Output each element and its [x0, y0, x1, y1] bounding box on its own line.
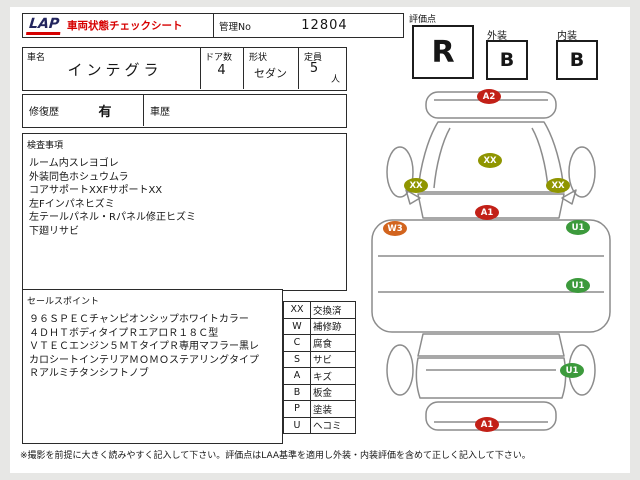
- sales-point-item: ９６ＳＰＥＣチャンピオンシップホワイトカラー: [29, 314, 249, 325]
- inspection-item: 左テールパネル・Rパネル修正ヒズミ: [29, 212, 196, 223]
- mgmt-no-box: 管理No 12804: [213, 13, 404, 38]
- legend-label: 板金: [310, 383, 356, 401]
- left-mirror: [405, 189, 421, 205]
- legend-code: XX: [283, 301, 311, 319]
- sales-point-item: ４ＤＨＴボディタイプＲエアロＲ１８Ｃ型: [29, 327, 219, 339]
- legend-code: B: [283, 383, 311, 401]
- body-side-panels: [371, 219, 611, 333]
- interior-grade-box: B: [556, 40, 598, 80]
- legend-code: W: [283, 317, 311, 335]
- sheet-title: 車両状態チェックシート: [67, 20, 183, 32]
- shape-value: セダン: [254, 67, 287, 80]
- legend-code: P: [283, 400, 311, 418]
- capacity-value: 5: [309, 61, 319, 76]
- legend-code: U: [283, 416, 311, 434]
- legend-label: 交換済: [310, 301, 356, 319]
- legend-label: キズ: [310, 367, 356, 385]
- car-name-value: インテグラ: [67, 61, 163, 79]
- inspection-box: 検査事項 ルーム内スレヨゴレ外装同色ホシュウムラコアサポートXXFサポートXX 左…: [22, 133, 347, 291]
- damage-marker-XX: XX: [546, 178, 570, 193]
- doors-value: 4: [217, 63, 226, 78]
- sales-points-label: セールスポイント: [27, 297, 100, 307]
- legend-label: 補修跡: [310, 317, 356, 335]
- sales-point-item: ＶＴＥＣエンジン５ＭＴタイプＲ専用マフラー黒レ: [29, 341, 259, 352]
- score-label: 評価点: [409, 15, 437, 25]
- damage-marker-U1: U1: [566, 278, 590, 293]
- windshield: [417, 193, 565, 219]
- legend-label: ヘコミ: [310, 416, 356, 434]
- repair-label: 修復歴: [29, 107, 59, 118]
- legend-code: A: [283, 367, 311, 385]
- legend-code: S: [283, 350, 311, 368]
- vehicle-info-row: [22, 47, 347, 91]
- legend-label: 腐食: [310, 334, 356, 352]
- sales-point-item: Ｒアルミチタンシフトノブ: [29, 368, 149, 379]
- rear-left-wheel: [386, 344, 414, 396]
- rear-window: [417, 333, 565, 357]
- legend-code: C: [283, 334, 311, 352]
- mgmt-no-label: 管理No: [219, 21, 251, 33]
- hood-crease-left: [433, 127, 451, 189]
- car-name-label: 車名: [27, 53, 46, 63]
- inspection-item: コアサポートXXFサポートXX: [29, 185, 163, 196]
- doors-label: ドア数: [205, 53, 233, 63]
- inspection-item: ルーム内スレヨゴレ: [29, 158, 119, 169]
- capacity-label: 定員: [304, 53, 323, 63]
- sales-list: ９６ＳＰＥＣチャンピオンシップホワイトカラー ４ＤＨＴボディタイプＲエアロＲ１８Ｃ…: [29, 313, 282, 381]
- capacity-unit: 人: [331, 75, 341, 85]
- front-right-wheel: [568, 146, 596, 198]
- damage-marker-XX: XX: [404, 178, 428, 193]
- repair-value: 有: [98, 105, 112, 120]
- inspection-label: 検査事項: [27, 141, 64, 151]
- damage-marker-U1: U1: [560, 363, 584, 378]
- footer-note: ※撮影を前提に大きく読みやすく記入して下さい。評価点はLAA基準を適用し外装・内…: [20, 451, 531, 461]
- exterior-label: 外装: [487, 31, 507, 42]
- damage-marker-A1: A1: [475, 417, 499, 432]
- damage-marker-U1: U1: [566, 220, 590, 235]
- history-label: 車歴: [150, 107, 170, 118]
- repair-history-row: [22, 94, 347, 128]
- divider: [298, 47, 299, 89]
- divider: [243, 47, 244, 89]
- inspection-list: ルーム内スレヨゴレ外装同色ホシュウムラコアサポートXXFサポートXX 左Fインパネ…: [29, 157, 346, 238]
- damage-marker-A2: A2: [477, 89, 501, 104]
- lap-logo: LAP: [26, 16, 62, 35]
- mgmt-no-value: 12804: [301, 18, 348, 33]
- sales-points-box: セールスポイント ９６ＳＰＥＣチャンピオンシップホワイトカラー ４ＤＨＴボディタイ…: [22, 289, 283, 444]
- exterior-grade-box: B: [486, 40, 528, 80]
- damage-marker-XX: XX: [478, 153, 502, 168]
- hood: [417, 121, 565, 193]
- front-left-wheel: [386, 146, 414, 198]
- divider: [200, 47, 201, 89]
- right-mirror: [561, 189, 577, 205]
- inspection-item: 左Fインパネヒズミ: [29, 198, 115, 210]
- score-value-box: R: [412, 25, 474, 79]
- header-title-box: LAP 車両状態チェックシート: [22, 13, 214, 38]
- damage-marker-W3: W3: [383, 221, 407, 236]
- car-diagram-svg: [371, 91, 611, 431]
- sales-point-item: カロシートインテリアＭＯＭＯステアリングタイプ: [29, 354, 259, 366]
- legend-label: 塗装: [310, 400, 356, 418]
- damage-marker-A1: A1: [475, 205, 499, 220]
- inspection-item: 下廻リサビ: [29, 225, 79, 237]
- shape-label: 形状: [249, 53, 268, 63]
- inspection-item: 外装同色ホシュウムラ: [29, 171, 129, 183]
- divider: [143, 94, 144, 126]
- interior-label: 内装: [557, 31, 577, 42]
- legend-label: サビ: [310, 350, 356, 368]
